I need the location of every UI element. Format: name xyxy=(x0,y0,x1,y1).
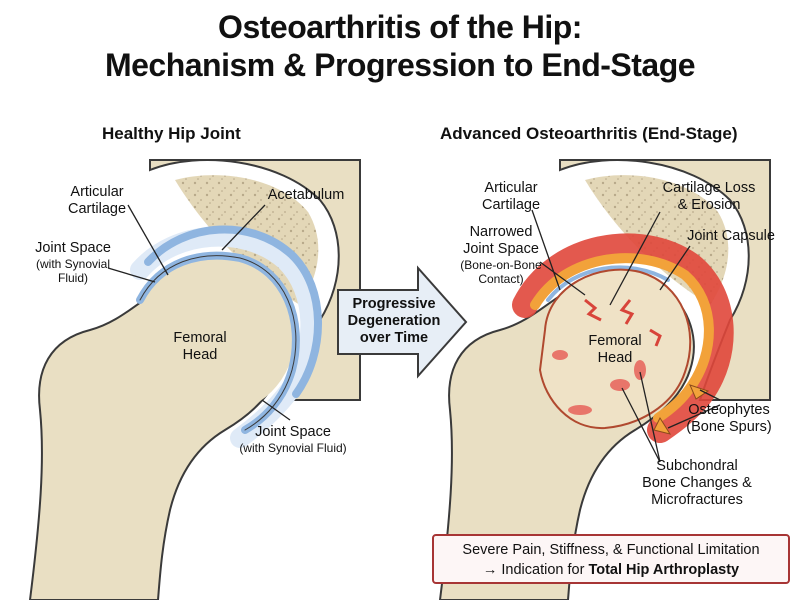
progression-arrow xyxy=(337,265,468,379)
healthy-leader-acetabulum xyxy=(221,204,266,251)
outcome-box: Severe Pain, Stiffness, & Functional Lim… xyxy=(432,534,790,584)
adv-leader-subchondral-1 xyxy=(621,387,661,463)
advanced-label-osteophytes: Osteophytes (Bone Spurs) xyxy=(686,402,772,435)
healthy-leader-articular xyxy=(127,204,169,276)
advanced-label-femoral-head: Femoral Head xyxy=(588,333,642,366)
lesion-5 xyxy=(568,405,592,415)
advanced-remnant-cartilage xyxy=(546,265,670,302)
advanced-erosion-band xyxy=(530,253,714,423)
lesion-6 xyxy=(552,350,568,360)
advanced-label-joint-capsule: Joint Capsule xyxy=(687,228,775,244)
lesion-1 xyxy=(584,298,602,322)
healthy-acetabular-cartilage xyxy=(144,225,322,398)
adv-leader-cartilage-loss xyxy=(609,211,661,306)
healthy-label-articular-cartilage: Articular Cartilage xyxy=(67,184,127,217)
advanced-label-subchondral: Subchondral Bone Changes & Microfracture… xyxy=(642,458,752,508)
advanced-heading: Advanced Osteoarthritis (End-Stage) xyxy=(440,124,738,143)
osteophyte-1 xyxy=(689,384,710,400)
title-line-2: Mechanism & Progression to End-Stage xyxy=(104,47,696,83)
outcome-line-2: → Indication for Total Hip Arthroplasty xyxy=(482,562,740,578)
adv-leader-osteophyte-1 xyxy=(699,389,721,401)
adv-leader-capsule xyxy=(659,245,691,291)
lesion-7 xyxy=(634,360,646,380)
healthy-femoral-head xyxy=(135,255,295,415)
lesion-4 xyxy=(610,379,630,391)
advanced-joint xyxy=(438,159,771,600)
progression-arrow-label: Progressive Degeneration over Time xyxy=(347,296,441,346)
advanced-label-cartilage-loss: Cartilage Loss & Erosion xyxy=(662,180,756,213)
advanced-label-articular-cartilage: Articular Cartilage xyxy=(481,180,541,213)
title-line-1: Osteoarthritis of the Hip: xyxy=(218,9,582,45)
healthy-label-joint-space-lower: Joint Space (with Synovial Fluid) xyxy=(239,424,347,455)
osteophyte-2 xyxy=(653,416,672,435)
healthy-heading: Healthy Hip Joint xyxy=(102,124,241,143)
healthy-leader-jointspace-lower xyxy=(261,399,291,421)
advanced-inflamed-capsule xyxy=(512,233,734,443)
adv-leader-articular xyxy=(531,209,561,291)
page-title: Osteoarthritis of the Hip: Mechanism & P… xyxy=(0,8,800,84)
adv-leader-narrowed xyxy=(539,261,586,296)
advanced-femoral-head xyxy=(538,268,692,430)
healthy-leader-jointspace xyxy=(107,267,156,283)
advanced-label-narrowed-joint-space: Narrowed Joint Space (Bone-on-Bone Conta… xyxy=(460,224,542,286)
adv-leader-osteophyte-2 xyxy=(667,404,721,429)
healthy-label-joint-space: Joint Space (with Synovial Fluid) xyxy=(35,240,111,285)
healthy-label-femoral-head: Femoral Head xyxy=(173,330,227,363)
healthy-joint xyxy=(28,159,361,600)
outcome-line-1: Severe Pain, Stiffness, & Functional Lim… xyxy=(462,542,760,558)
lesion-3 xyxy=(649,328,662,347)
healthy-label-acetabulum: Acetabulum xyxy=(267,187,345,203)
adv-leader-subchondral-2 xyxy=(639,371,661,463)
lesion-2 xyxy=(619,299,635,325)
